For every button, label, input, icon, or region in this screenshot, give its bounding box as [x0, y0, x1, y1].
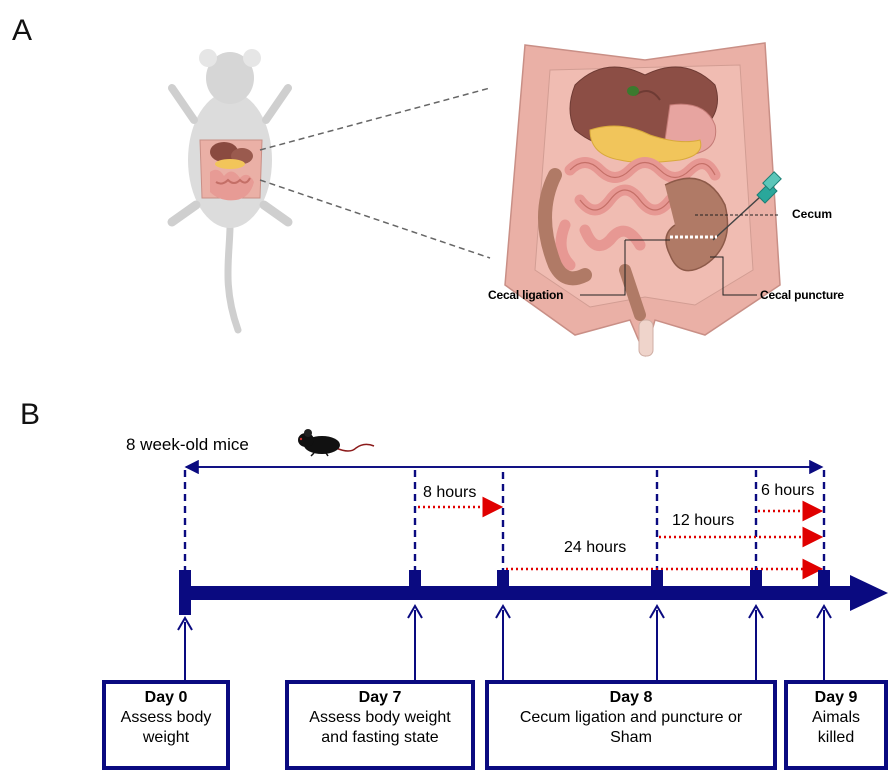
- interval-12-hours: 12 hours: [670, 512, 736, 530]
- abdomen-enlarged-illustration: [495, 35, 795, 360]
- mice-age-label: 8 week-old mice: [126, 435, 249, 455]
- day-7-box: Day 7 Assess body weight and fasting sta…: [285, 680, 475, 770]
- day-0-box: Day 0 Assess body weight: [102, 680, 230, 770]
- day-8-box: Day 8 Cecum ligation and puncture or Sha…: [485, 680, 777, 770]
- day-9-description: Aimals killed: [788, 708, 884, 748]
- interval-8-hours: 8 hours: [421, 484, 478, 502]
- interval-6-hours: 6 hours: [759, 482, 816, 500]
- panel-b-letter: B: [20, 398, 40, 432]
- day-7-title: Day 7: [289, 688, 471, 708]
- day-9-title: Day 9: [788, 688, 884, 708]
- cecum-label: Cecum: [792, 207, 832, 221]
- day-0-description: Assess body weight: [106, 708, 226, 748]
- zoom-connector-lines: [250, 80, 500, 270]
- interval-24-hours: 24 hours: [562, 539, 628, 557]
- panel-a-letter: A: [12, 14, 32, 48]
- day-0-title: Day 0: [106, 688, 226, 708]
- day-8-description: Cecum ligation and puncture or Sham: [489, 708, 773, 748]
- day-7-description: Assess body weight and fasting state: [289, 708, 471, 748]
- cecal-ligation-label: Cecal ligation: [488, 288, 563, 302]
- day-8-title: Day 8: [489, 688, 773, 708]
- black-mouse-icon: [296, 428, 376, 458]
- day-9-box: Day 9 Aimals killed: [784, 680, 888, 770]
- cecal-puncture-label: Cecal puncture: [760, 288, 844, 302]
